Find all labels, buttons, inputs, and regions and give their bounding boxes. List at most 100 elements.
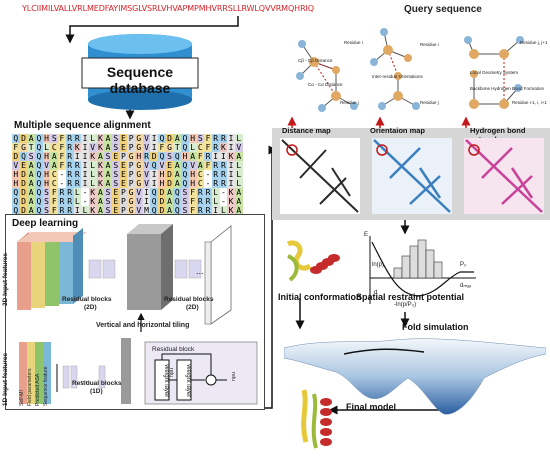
msa-residue: E	[111, 188, 120, 197]
msa-residue: P	[127, 161, 135, 170]
msa-residue: I	[227, 179, 235, 188]
msa-residue: K	[88, 188, 97, 197]
msa-residue: E	[19, 161, 28, 170]
msa-residue: S	[27, 152, 36, 161]
msa-residue: A	[96, 197, 105, 206]
msa-residue: G	[135, 161, 143, 170]
msa-residue: G	[165, 143, 174, 152]
msa-residue: A	[234, 188, 243, 197]
msa-residue: R	[211, 170, 220, 179]
msa-residue: I	[227, 134, 235, 143]
msa-residue: V	[142, 134, 151, 143]
msa-residue: L	[211, 197, 220, 206]
msa-residue: P	[119, 188, 128, 197]
msa-residue: V	[135, 188, 143, 197]
msa-residue: F	[204, 134, 212, 143]
msa-residue: I	[211, 152, 220, 161]
msa-residue: E	[111, 206, 120, 215]
msa-residue: P	[119, 206, 128, 215]
msa-residue: F	[58, 143, 66, 152]
msa-residue: K	[96, 170, 105, 179]
msa-residue: Q	[173, 197, 182, 206]
msa-residue: T	[27, 143, 36, 152]
residual-blocks-2d-b: Residual blocks	[164, 296, 214, 303]
msa-residue: F	[58, 134, 66, 143]
msa-residue: T	[173, 143, 182, 152]
msa-residue: Q	[150, 161, 159, 170]
msa-residue: S	[111, 143, 120, 152]
msa-residue: H	[12, 170, 20, 179]
msa-residue: Q	[35, 206, 43, 215]
msa-residue: K	[227, 152, 235, 161]
msa-residue: D	[158, 206, 166, 215]
msa-residue: -	[59, 170, 65, 179]
msa-residue: D	[165, 134, 174, 143]
msa-residue: G	[135, 134, 143, 143]
msa-residue: S	[181, 188, 189, 197]
msa-residue: E	[119, 134, 128, 143]
potential-left-label: ln(p)	[372, 262, 385, 268]
msa-residue: P	[127, 134, 135, 143]
msa-residue: D	[165, 170, 174, 179]
msa-residue: L	[211, 188, 220, 197]
msa-residue: A	[234, 152, 243, 161]
msa-residue: Q	[181, 134, 189, 143]
msa-residue: Q	[173, 152, 182, 161]
input-2d-label: 2D Input features	[2, 252, 9, 306]
msa-residue: V	[135, 197, 143, 206]
msa-residue: S	[111, 161, 120, 170]
msa-residue: Q	[12, 188, 20, 197]
residue-j-label: Residue j	[340, 100, 359, 105]
msa-residue: P	[127, 170, 135, 179]
msa-residue: E	[119, 170, 128, 179]
potential-right-label: P₀	[460, 262, 467, 268]
msa-residue: R	[204, 152, 212, 161]
msa-residue: I	[211, 206, 220, 215]
msa-residue: R	[65, 134, 74, 143]
msa-residue: Q	[181, 161, 189, 170]
msa-residue: M	[142, 206, 151, 215]
msa-residue: K	[88, 197, 97, 206]
msa-residue: H	[188, 134, 197, 143]
msa-residue: H	[188, 179, 197, 188]
msa-residue: H	[188, 170, 197, 179]
msa-residue: R	[211, 179, 220, 188]
msa-residue: P	[127, 143, 135, 152]
msa-residue: F	[188, 188, 197, 197]
msa-residue: A	[173, 170, 182, 179]
final-model-structure	[301, 389, 332, 449]
msa-residue: G	[127, 197, 135, 206]
msa-residue: H	[181, 152, 189, 161]
msa-residue: S	[104, 197, 112, 206]
msa-residue: G	[19, 143, 28, 152]
msa-residue: V	[142, 143, 151, 152]
msa-residue: E	[119, 143, 128, 152]
msa-residue: Q	[35, 134, 43, 143]
msa-residue: Q	[35, 152, 43, 161]
residual-block-title: Residual block	[152, 346, 195, 353]
msa-residue: R	[73, 134, 82, 143]
geometry-illustration	[296, 28, 524, 112]
msa-residue: V	[88, 143, 97, 152]
relu-label-2: relu	[230, 372, 236, 382]
msa-residue: E	[119, 179, 128, 188]
msa-residue: D	[19, 197, 28, 206]
msa-residue: C	[50, 143, 59, 152]
msa-residue: S	[111, 179, 120, 188]
residue-j1-label: Residue j	[420, 100, 439, 105]
residual-blocks-2d-a: Residual blocks	[62, 296, 112, 303]
query-sequence-title: Query sequence	[404, 4, 482, 15]
msa-residue: F	[50, 188, 59, 197]
msa-residue: Q	[158, 134, 166, 143]
msa-residue: I	[81, 143, 89, 152]
msa-residue: R	[58, 197, 66, 206]
msa-residue: I	[142, 197, 151, 206]
msa-residue: I	[142, 188, 151, 197]
msa-residue: R	[204, 188, 212, 197]
msa-residue: S	[42, 197, 51, 206]
msa-residue: L	[234, 161, 243, 170]
msa-residue: H	[42, 179, 51, 188]
